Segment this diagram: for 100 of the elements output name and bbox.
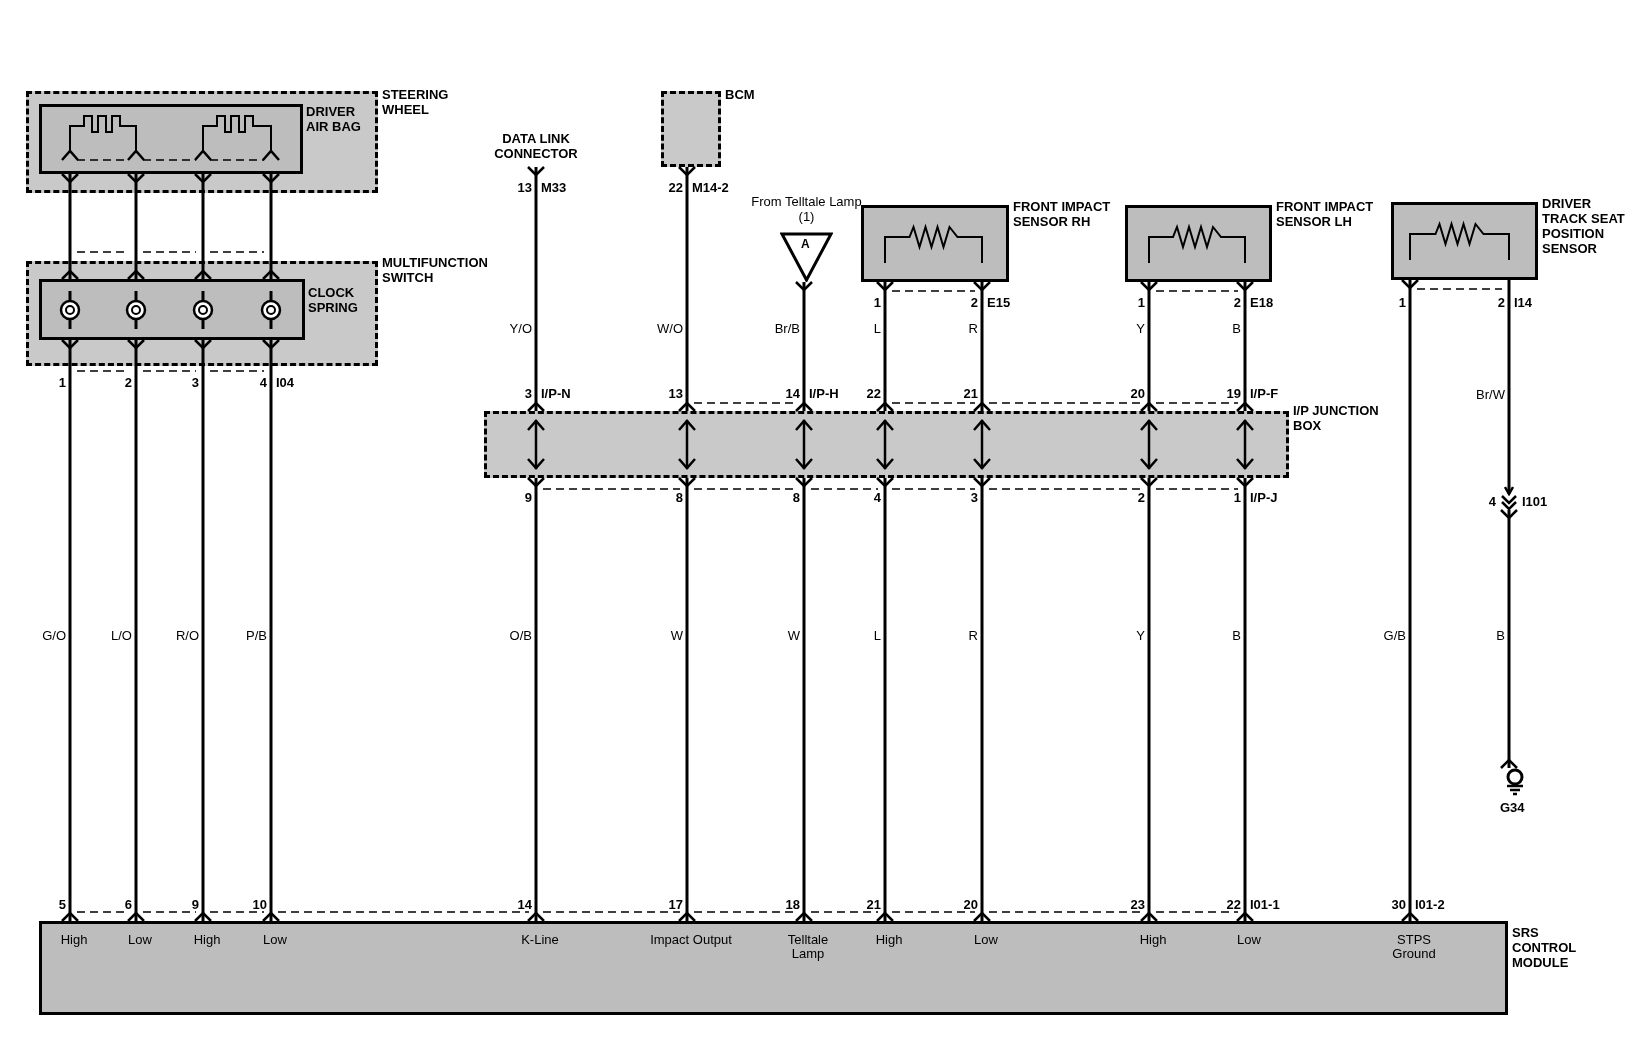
wire-color-label: W/O: [656, 321, 684, 336]
wire-color-label: Y: [1135, 321, 1146, 336]
pin-function-label: Low: [127, 933, 153, 947]
pin-function-label: Low: [1236, 933, 1262, 947]
component-label: I/P JUNCTION BOX: [1293, 403, 1380, 433]
pin-number: 20: [963, 897, 978, 912]
wire: [1499, 508, 1519, 770]
pin-number: 3: [524, 386, 532, 401]
pin-number: 3: [970, 490, 978, 505]
wire-color-label: O/B: [508, 628, 533, 643]
wire: [526, 476, 546, 923]
pin-function-label: High: [874, 933, 904, 947]
pin-function-label: K-Line: [520, 933, 560, 947]
pin-function-label: High: [1138, 933, 1168, 947]
pin-number: 21: [866, 897, 881, 912]
pin-number: 1: [58, 375, 66, 390]
component-label: MULTIFUNCTION SWITCH: [382, 255, 489, 285]
connector-id: I/P-F: [1250, 386, 1279, 401]
connector-id: I01-1: [1250, 897, 1280, 912]
pin-function-label: High: [59, 933, 89, 947]
wire-color-label: G/B: [1382, 628, 1407, 643]
wire-color-label: Br/B: [773, 321, 801, 336]
pin-function-label: Impact Output: [649, 933, 733, 947]
wire: [1139, 476, 1159, 923]
pin-number: 19: [1226, 386, 1241, 401]
wire: [126, 172, 146, 281]
pin-number: 2: [1497, 295, 1505, 310]
pin-number: 9: [191, 897, 199, 912]
wire: [126, 338, 146, 923]
wire: [60, 172, 80, 281]
wire-color-label: P/B: [245, 628, 268, 643]
wire: [1503, 280, 1515, 496]
component-label: CLOCK SPRING: [308, 285, 359, 315]
pin-number: 4: [1488, 494, 1496, 509]
connector-id: M33: [541, 180, 567, 195]
wire: [794, 476, 814, 923]
pin-number: 8: [675, 490, 683, 505]
component-label: BCM: [725, 87, 756, 102]
pin-number: 13: [668, 386, 683, 401]
pin-number: 6: [124, 897, 132, 912]
wire: [193, 338, 213, 923]
wire: [526, 165, 546, 413]
pin-number: 2: [124, 375, 132, 390]
pin-number: 10: [252, 897, 267, 912]
pin-number: 14: [517, 897, 532, 912]
pin-function-label: Low: [973, 933, 999, 947]
pin-number: 21: [963, 386, 978, 401]
wire: [1400, 278, 1420, 923]
wire-color-label: L/O: [110, 628, 133, 643]
wire-color-label: G/O: [41, 628, 67, 643]
wire-color-label: Y: [1135, 628, 1146, 643]
pin-number: 22: [668, 180, 683, 195]
pin-number: 2: [1233, 295, 1241, 310]
connector-id: E15: [987, 295, 1011, 310]
component-label: FRONT IMPACT SENSOR RH: [1013, 199, 1112, 229]
wire: [261, 172, 281, 281]
wire: [972, 476, 992, 923]
connector-id: I101: [1522, 494, 1548, 509]
pin-number: 18: [785, 897, 800, 912]
pin-number: 20: [1130, 386, 1145, 401]
wire: [60, 338, 80, 923]
connector-id: M14-2: [692, 180, 729, 195]
wire-color-label: R: [967, 321, 979, 336]
connector-id: I14: [1514, 295, 1533, 310]
wire-color-label: L: [872, 321, 882, 336]
pin-number: 5: [58, 897, 66, 912]
component-label: DATA LINK CONNECTOR: [493, 131, 579, 163]
pin-number: 14: [785, 386, 800, 401]
pin-number: 2: [970, 295, 978, 310]
connector-id: E18: [1250, 295, 1274, 310]
wire-color-label: W: [786, 628, 801, 643]
wire: [794, 280, 814, 413]
wire-color-label: L: [872, 628, 882, 643]
connector-id: I/P-J: [1250, 490, 1278, 505]
wire: [972, 280, 992, 413]
wire-color-label: B: [1231, 321, 1242, 336]
ground-label: G34: [1500, 800, 1525, 815]
wire-color-label: Br/W: [1475, 387, 1506, 402]
pin-number: 1: [1233, 490, 1241, 505]
wire: [1139, 280, 1159, 413]
component-label: FRONT IMPACT SENSOR LH: [1276, 199, 1375, 229]
component-label: From Telltale Lamp (1): [750, 194, 863, 224]
pin-function-label: STPS Ground: [1391, 933, 1437, 961]
wire: [1235, 280, 1255, 413]
pin-number: 1: [1398, 295, 1406, 310]
pin-number: 22: [1226, 897, 1241, 912]
connector-id: I04: [276, 375, 295, 390]
pin-number: 13: [517, 180, 532, 195]
pin-number: 1: [1137, 295, 1145, 310]
pin-number: 23: [1130, 897, 1145, 912]
connector-id: I01-2: [1415, 897, 1445, 912]
connector-id: I/P-H: [809, 386, 839, 401]
wire: [875, 476, 895, 923]
component-label: STEERING WHEEL: [382, 87, 450, 117]
pin-function-label: High: [192, 933, 222, 947]
wire: [1235, 476, 1255, 923]
pin-number: 30: [1391, 897, 1406, 912]
wire: [875, 280, 895, 413]
pin-number: 3: [191, 375, 199, 390]
connector-letter: A: [801, 237, 810, 251]
